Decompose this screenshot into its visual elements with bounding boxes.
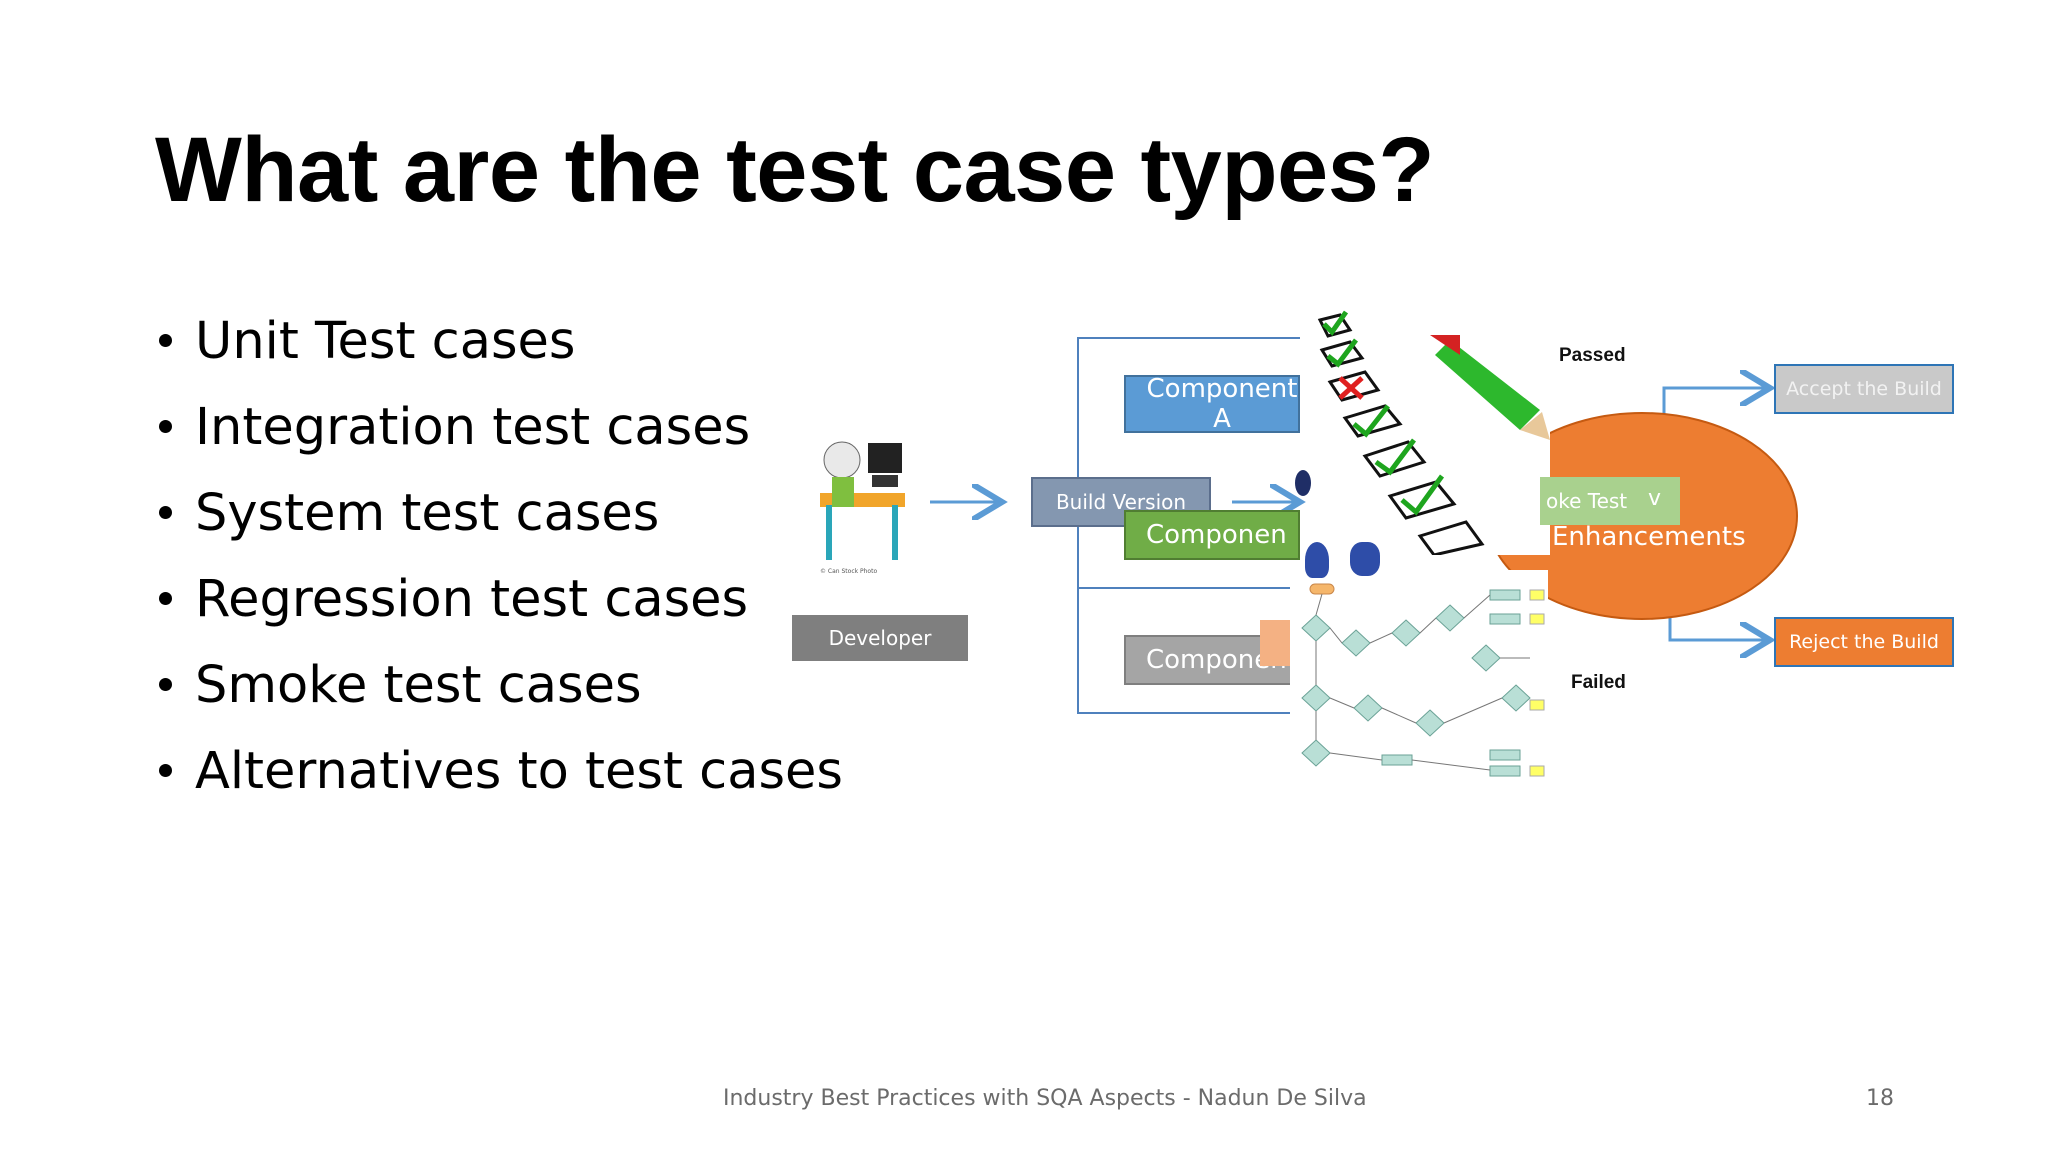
bullet-item: System test cases <box>155 484 843 570</box>
bullet-dot-icon <box>159 592 172 605</box>
enhancements-label: Enhancements <box>1552 522 1746 552</box>
bullet-text: System test cases <box>195 484 660 543</box>
developer-label: Developer <box>828 626 932 650</box>
slide-title: What are the test case types? <box>155 119 1435 221</box>
bullet-text: Regression test cases <box>195 570 749 629</box>
bullet-dot-icon <box>159 678 172 691</box>
svg-text:© Can Stock Photo: © Can Stock Photo <box>820 568 877 575</box>
bullet-dot-icon <box>159 334 172 347</box>
bullet-item: Integration test cases <box>155 398 843 484</box>
reject-build-label: Reject the Build <box>1789 631 1939 653</box>
bullet-dot-icon <box>159 506 172 519</box>
failed-label: Failed <box>1571 672 1626 693</box>
checklist-pencil-icon <box>1310 310 1550 557</box>
bullet-text: Smoke test cases <box>195 656 642 715</box>
smoke-test-diagram: © Can Stock Photo Developer Build Versio… <box>780 310 1980 780</box>
bullet-list: Unit Test cases Integration test cases S… <box>155 312 843 828</box>
bullet-dot-icon <box>159 764 172 777</box>
accept-build-box: Accept the Build <box>1774 364 1954 414</box>
small-orange-block <box>1260 620 1290 666</box>
bullet-item: Unit Test cases <box>155 312 843 398</box>
component-b-box: Componen <box>1124 510 1300 560</box>
bullet-dot-icon <box>159 420 172 433</box>
blue-blob-shape <box>1295 470 1311 496</box>
component-b-label: Componen <box>1146 520 1287 550</box>
component-a-label: Component A <box>1146 375 1298 433</box>
smoke-test-box: oke Test <box>1540 477 1680 525</box>
flowchart-thumbnail-icon <box>1290 570 1548 780</box>
bullet-text: Unit Test cases <box>195 312 576 371</box>
bullet-item: Smoke test cases <box>155 656 843 742</box>
bullet-text: Integration test cases <box>195 398 751 457</box>
developer-clipart-icon: © Can Stock Photo <box>810 435 920 575</box>
bullet-text: Alternatives to test cases <box>195 742 843 801</box>
bullet-item: Regression test cases <box>155 570 843 656</box>
smoke-test-label: oke Test <box>1546 489 1628 513</box>
reject-build-box: Reject the Build <box>1774 617 1954 667</box>
footer-text: Industry Best Practices with SQA Aspects… <box>723 1086 1367 1111</box>
blue-blob-shape <box>1305 542 1329 578</box>
blue-blob-shape <box>1350 542 1380 576</box>
page-number: 18 <box>1866 1086 1894 1111</box>
accept-build-label: Accept the Build <box>1786 378 1942 400</box>
developer-label-box: Developer <box>792 615 968 661</box>
passed-label: Passed <box>1559 345 1626 366</box>
bullet-item: Alternatives to test cases <box>155 742 843 828</box>
new-label: v <box>1648 486 1662 511</box>
component-a-box: Component A <box>1124 375 1300 433</box>
